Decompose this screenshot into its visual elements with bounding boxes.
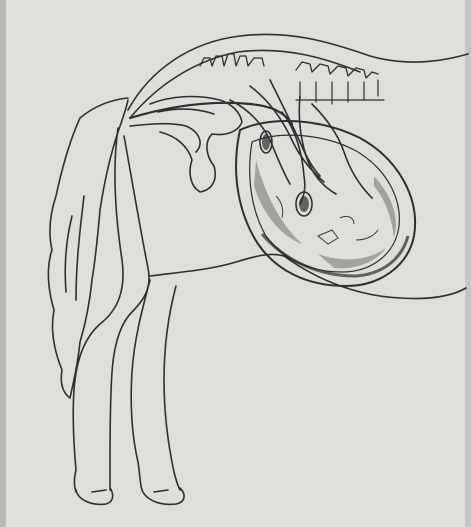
right-edge-shadow [465, 0, 471, 527]
left-edge-shadow [0, 0, 6, 527]
